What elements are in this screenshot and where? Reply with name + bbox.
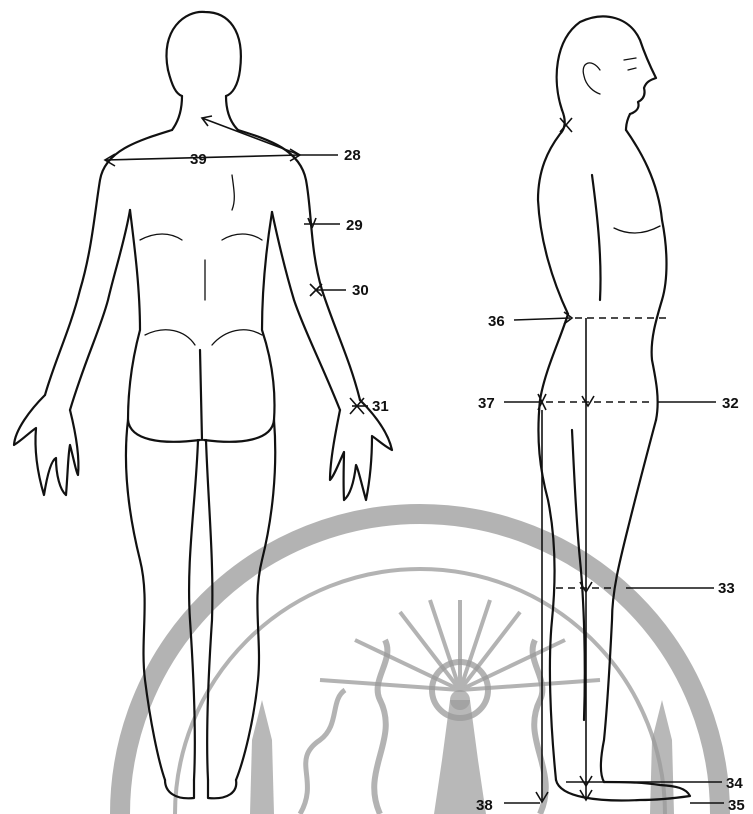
label-35: 35 — [728, 797, 745, 814]
label-33: 33 — [718, 580, 735, 597]
label-34: 34 — [726, 775, 743, 792]
label-30: 30 — [352, 282, 369, 299]
label-28: 28 — [344, 147, 361, 164]
label-38: 38 — [476, 797, 493, 814]
label-39: 39 — [190, 151, 207, 168]
label-32: 32 — [722, 395, 739, 412]
label-37: 37 — [478, 395, 495, 412]
label-31: 31 — [372, 398, 389, 415]
back-view-measurements — [105, 116, 368, 414]
label-29: 29 — [346, 217, 363, 234]
label-36: 36 — [488, 313, 505, 330]
